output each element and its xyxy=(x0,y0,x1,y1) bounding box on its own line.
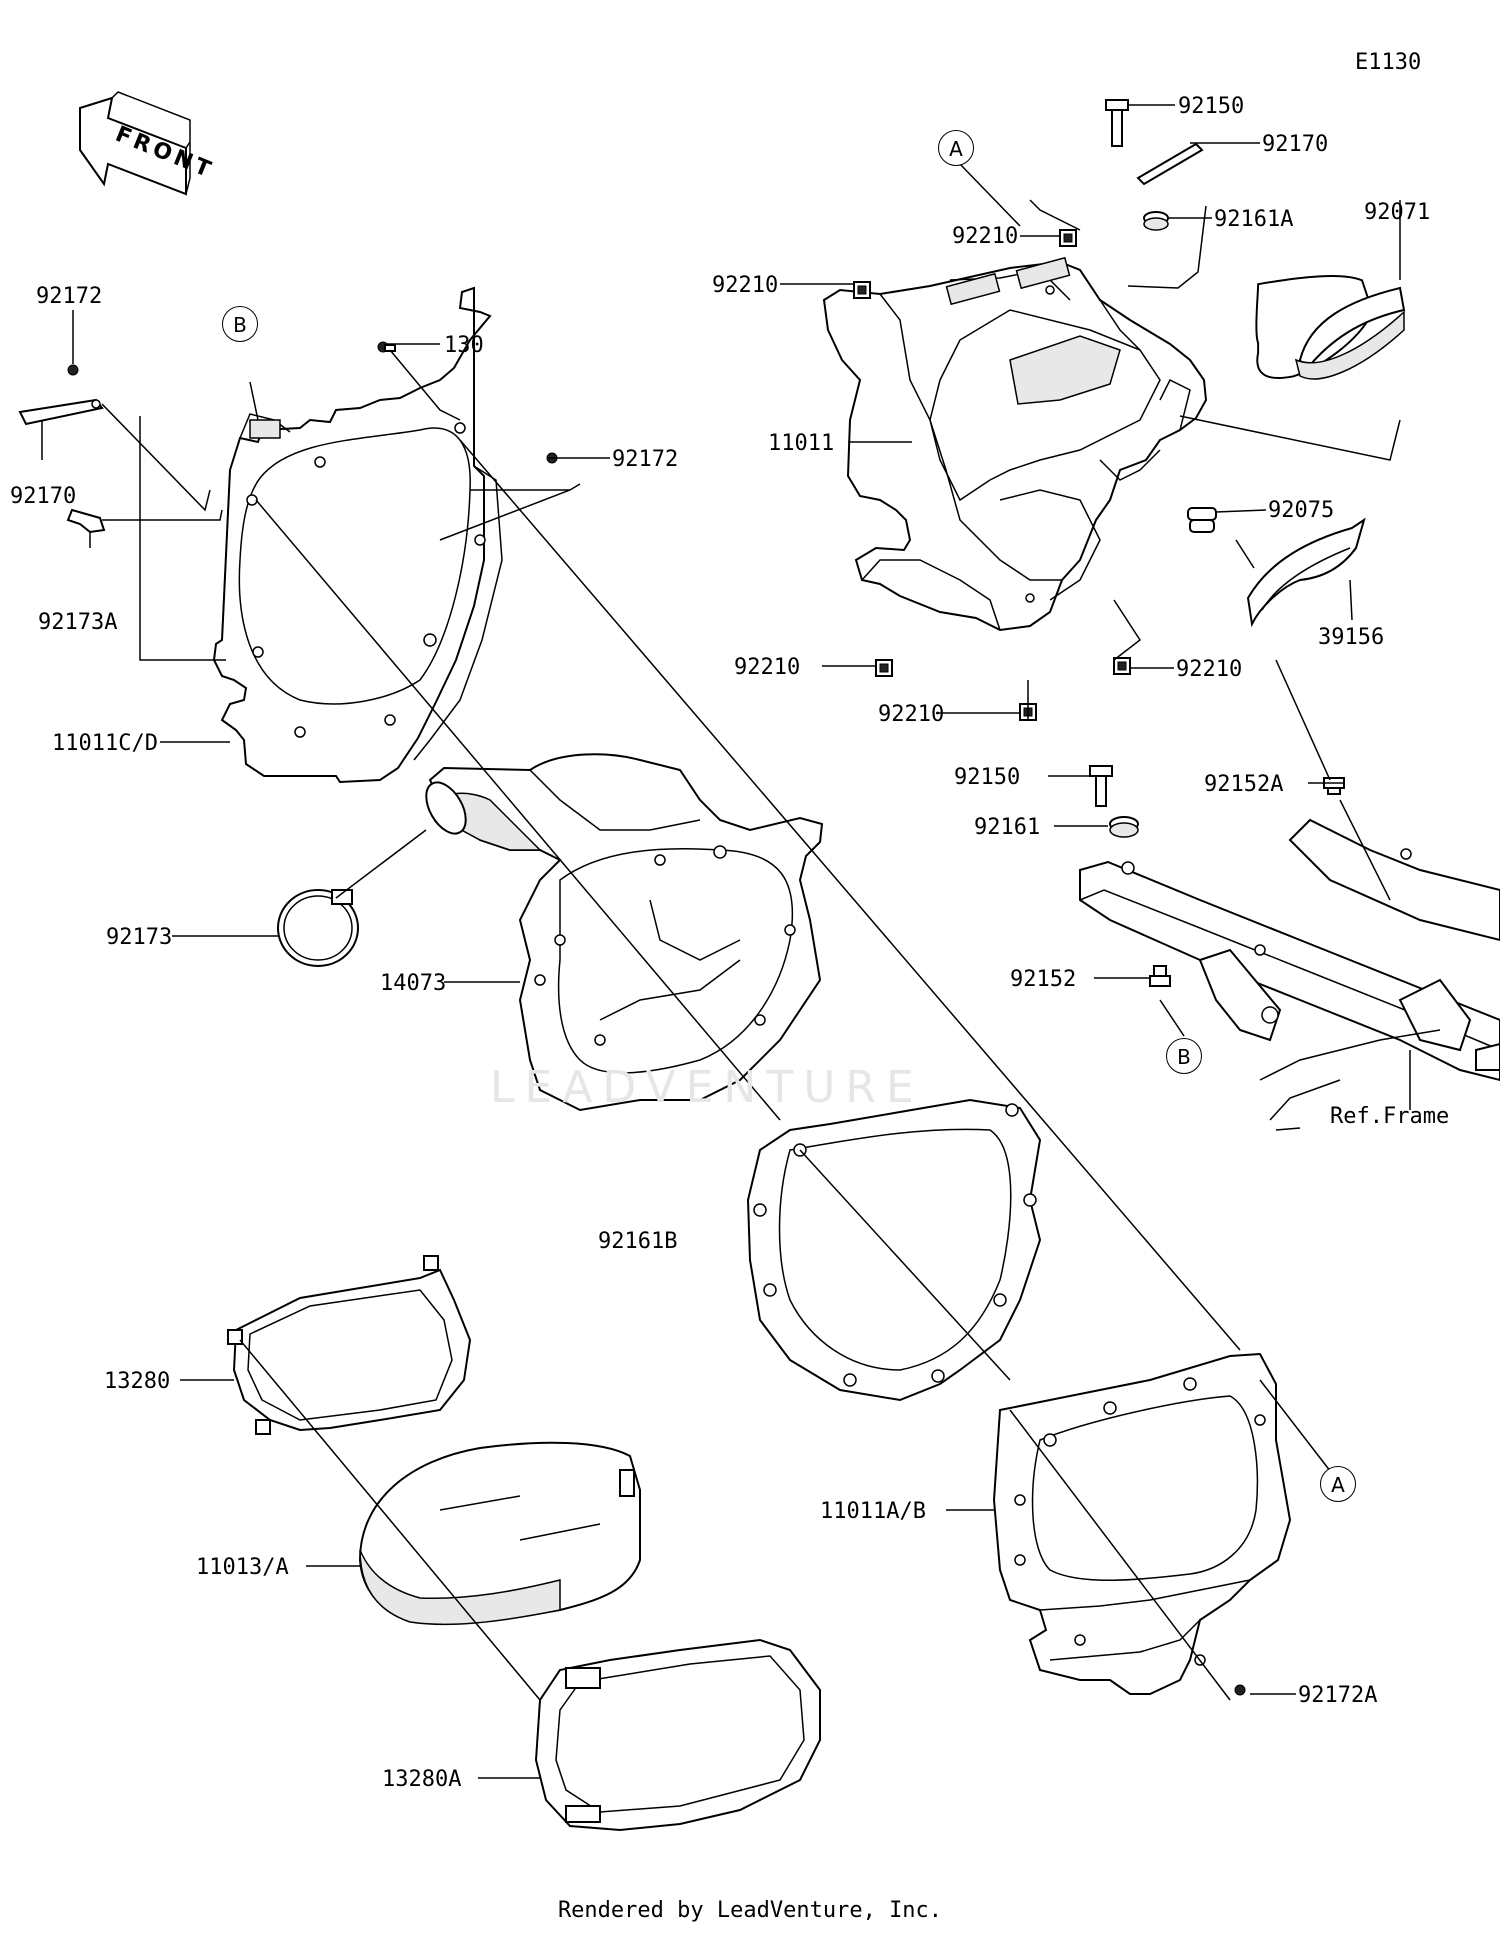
label-92161A[interactable]: 92161A xyxy=(1214,207,1294,232)
grommet-92161 xyxy=(1109,816,1139,838)
bushing-92152A xyxy=(1323,777,1345,795)
guard-39156 xyxy=(1246,517,1366,628)
strap-92170-left xyxy=(18,398,104,426)
label-92152[interactable]: 92152 xyxy=(1010,967,1077,992)
label-92210-d[interactable]: 92210 xyxy=(1176,657,1243,682)
duct-11011 xyxy=(822,256,1208,632)
pad-92071 xyxy=(1255,275,1406,380)
callout-a-right: A xyxy=(1320,1466,1356,1502)
label-92152A[interactable]: 92152A xyxy=(1204,772,1284,797)
label-ref-frame[interactable]: Ref.Frame xyxy=(1330,1104,1450,1129)
bolt-92150-mid xyxy=(1089,765,1113,807)
leader-lines xyxy=(41,104,1411,1779)
grommet-92075 xyxy=(1187,507,1217,533)
callout-b-left: B xyxy=(222,306,258,342)
label-92172-mid[interactable]: 92172 xyxy=(612,447,679,472)
label-92210-e[interactable]: 92210 xyxy=(878,702,945,727)
label-13280A[interactable]: 13280A xyxy=(382,1767,462,1792)
screw-130 xyxy=(377,341,396,353)
footer-credit: Rendered by LeadVenture, Inc. xyxy=(557,1898,943,1923)
gasket-92161B xyxy=(746,1098,1042,1402)
label-92150-mid[interactable]: 92150 xyxy=(954,765,1021,790)
watermark: LEADVENTURE xyxy=(490,1062,924,1113)
filter-frame-13280A xyxy=(534,1638,821,1832)
screw-92172-tl xyxy=(67,364,79,376)
label-13280[interactable]: 13280 xyxy=(104,1369,171,1394)
callout-a-top: A xyxy=(938,130,974,166)
label-92210-b[interactable]: 92210 xyxy=(712,273,779,298)
grommet-92161A xyxy=(1143,211,1169,231)
filter-frame-13280 xyxy=(227,1255,472,1435)
clamp-92173 xyxy=(277,889,359,967)
label-92210-c[interactable]: 92210 xyxy=(734,655,801,680)
diagram-code: E1130 xyxy=(1355,50,1422,75)
label-92173A[interactable]: 92173A xyxy=(38,610,118,635)
label-11011CD[interactable]: 11011C/D xyxy=(52,731,158,756)
side-cover-left xyxy=(212,286,503,784)
frame-reference xyxy=(1079,818,1500,1131)
filter-element-11013A xyxy=(358,1441,641,1626)
bolt-92150-top xyxy=(1105,99,1129,147)
clip-92173A xyxy=(66,508,106,534)
bushing-92152 xyxy=(1149,965,1171,987)
label-92071[interactable]: 92071 xyxy=(1364,200,1431,225)
intake-duct-14073 xyxy=(425,753,824,1112)
label-92075[interactable]: 92075 xyxy=(1268,498,1335,523)
label-92150-top[interactable]: 92150 xyxy=(1178,94,1245,119)
label-92173[interactable]: 92173 xyxy=(106,925,173,950)
label-92210-a[interactable]: 92210 xyxy=(952,224,1019,249)
label-11013A[interactable]: 11013/A xyxy=(196,1555,289,1580)
strap-92170-top xyxy=(1136,142,1204,186)
label-92161B[interactable]: 92161B xyxy=(598,1229,678,1254)
front-arrow: FRONT xyxy=(79,91,218,196)
label-11011AB[interactable]: 11011A/B xyxy=(820,1499,926,1524)
label-130[interactable]: 130 xyxy=(444,333,484,358)
label-92161[interactable]: 92161 xyxy=(974,815,1041,840)
label-11011[interactable]: 11011 xyxy=(768,431,835,456)
label-92172A[interactable]: 92172A xyxy=(1298,1683,1378,1708)
side-cover-right xyxy=(992,1352,1292,1695)
callout-b-frame: B xyxy=(1166,1038,1202,1074)
label-14073[interactable]: 14073 xyxy=(380,971,447,996)
screw-92172A xyxy=(1234,1684,1246,1696)
label-92170-left[interactable]: 92170 xyxy=(10,484,77,509)
label-92172-tl[interactable]: 92172 xyxy=(36,284,103,309)
label-92170-top[interactable]: 92170 xyxy=(1262,132,1329,157)
label-39156[interactable]: 39156 xyxy=(1318,625,1385,650)
nuts-92210 xyxy=(853,229,1131,721)
